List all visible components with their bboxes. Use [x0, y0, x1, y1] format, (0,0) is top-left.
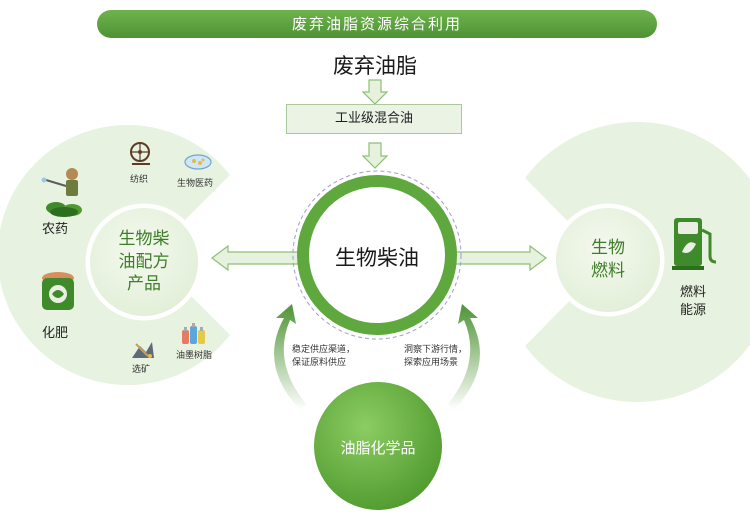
farmer-spraying-icon: [41, 168, 82, 217]
label-medicine: 生物医药: [177, 179, 214, 189]
label-ink-resin: 油墨树脂: [176, 351, 213, 361]
note-right-line-2: 探索应用场景: [404, 357, 459, 368]
label-fertilizer: 化肥: [42, 326, 69, 341]
oleochemicals-node: 油脂化学品: [340, 439, 416, 457]
arrow-down-2: [361, 142, 389, 169]
note-right: 洞察下游行情， 探索应用场景: [404, 344, 467, 369]
biofuel-line-2: 燃料: [591, 261, 625, 281]
biofuel-node: 生物 燃料: [556, 208, 660, 312]
note-left: 稳定供应渠道， 保证原料供应: [292, 344, 355, 369]
mining-icon: [132, 342, 154, 358]
formula-products-line-1: 生物柴: [118, 228, 170, 249]
formula-products-node: 生物柴 油配方 产品: [90, 208, 198, 316]
label-mining: 选矿: [132, 365, 151, 375]
diagram-title: 废弃油脂资源综合利用: [97, 10, 657, 38]
biodiesel-node: 生物柴油: [335, 246, 419, 270]
petri-dish-icon: [184, 154, 212, 170]
curve-arrow-right: [448, 304, 480, 410]
formula-products-line-3: 产品: [127, 274, 161, 295]
label-fuel-energy: 燃料 能源: [680, 284, 706, 319]
label-fuel-energy-line-2: 能源: [680, 302, 707, 318]
left-inner-ring: [85, 203, 203, 321]
spinning-wheel-icon: [130, 142, 150, 165]
waste-oil-node: 废弃油脂: [333, 54, 417, 78]
label-fuel-energy-line-1: 燃料: [680, 285, 707, 300]
arrow-left: [211, 244, 301, 272]
center-dashed-ring: [292, 170, 462, 340]
curve-arrow-left: [274, 304, 306, 410]
bottom-ball: [314, 382, 442, 510]
label-textile: 纺织: [130, 175, 149, 185]
arrow-down-1: [361, 79, 389, 105]
note-right-line-1: 洞察下游行情，: [404, 345, 468, 355]
fertilizer-sack-icon: [42, 272, 74, 310]
note-left-line-1: 稳定供应渠道，: [292, 345, 356, 355]
right-inner-ring: [551, 203, 665, 317]
biofuel-line-1: 生物: [591, 238, 625, 259]
ink-bottles-icon: [182, 323, 205, 344]
fuel-pump-icon: [672, 218, 717, 270]
center-inner: [311, 189, 443, 321]
formula-products-line-2: 油配方: [118, 251, 170, 272]
arrow-right: [454, 244, 547, 272]
mixed-oil-node: 工业级混合油: [286, 104, 462, 134]
label-pesticide: 农药: [42, 222, 69, 237]
note-left-line-2: 保证原料供应: [292, 357, 347, 368]
